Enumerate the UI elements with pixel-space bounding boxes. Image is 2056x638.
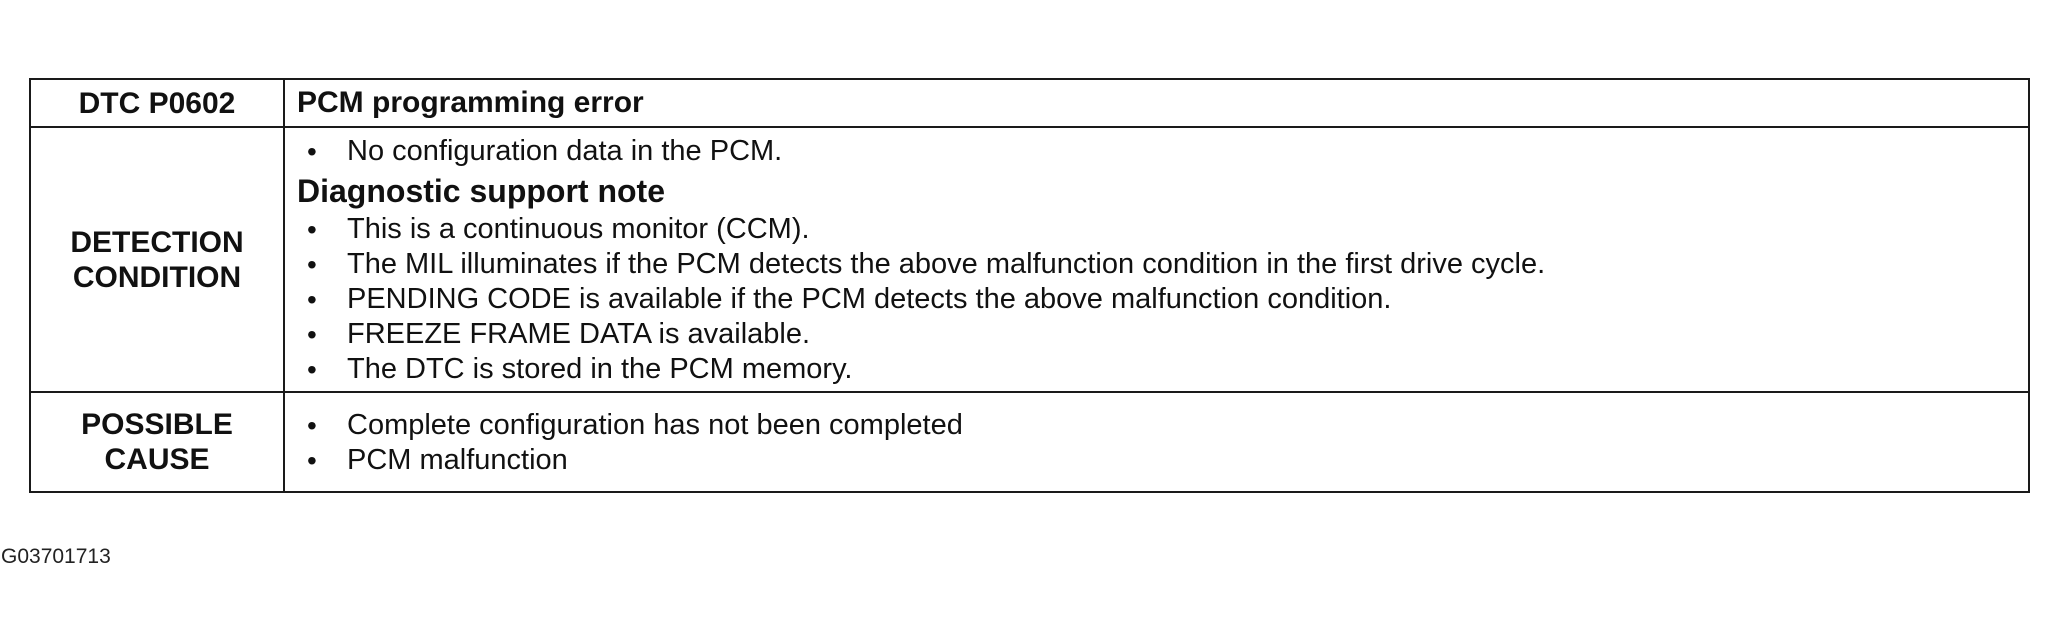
dtc-title: PCM programming error bbox=[283, 78, 2030, 128]
dtc-code: DTC P0602 bbox=[29, 78, 285, 128]
list-item: The DTC is stored in the PCM memory. bbox=[297, 352, 2018, 387]
detection-list: No configuration data in the PCM. bbox=[297, 134, 2018, 169]
note-list: This is a continuous monitor (CCM). The … bbox=[297, 212, 2018, 387]
detection-label-line2: CONDITION bbox=[72, 260, 242, 294]
list-item: The MIL illuminates if the PCM detects t… bbox=[297, 247, 2018, 282]
list-item: FREEZE FRAME DATA is available. bbox=[297, 317, 2018, 352]
detection-label-line1: DETECTION bbox=[70, 225, 244, 259]
possible-cause-row: POSSIBLE CAUSE Complete configuration ha… bbox=[29, 391, 2030, 493]
possible-label-line1: POSSIBLE bbox=[81, 408, 233, 441]
list-item: PENDING CODE is available if the PCM det… bbox=[297, 282, 2018, 317]
possible-cause-label: POSSIBLE CAUSE bbox=[29, 391, 285, 493]
detection-condition-row: DETECTION CONDITION No configuration dat… bbox=[29, 126, 2030, 393]
figure-id: G03701713 bbox=[1, 545, 111, 568]
dtc-header-row: DTC P0602 PCM programming error bbox=[29, 78, 2030, 128]
detection-condition-content: No configuration data in the PCM. Diagno… bbox=[283, 126, 2030, 393]
detection-condition-label: DETECTION CONDITION bbox=[29, 126, 285, 393]
list-item: Complete configuration has not been comp… bbox=[297, 408, 2018, 443]
list-item: PCM malfunction bbox=[297, 443, 2018, 478]
possible-label-line2: CAUSE bbox=[104, 443, 210, 476]
list-item: No configuration data in the PCM. bbox=[297, 134, 2018, 169]
dtc-table: DTC P0602 PCM programming error DETECTIO… bbox=[29, 78, 2030, 493]
diagnostic-support-note-heading: Diagnostic support note bbox=[297, 173, 665, 209]
list-item: This is a continuous monitor (CCM). bbox=[297, 212, 2018, 247]
possible-cause-list: Complete configuration has not been comp… bbox=[297, 408, 2018, 478]
possible-cause-content: Complete configuration has not been comp… bbox=[283, 391, 2030, 493]
